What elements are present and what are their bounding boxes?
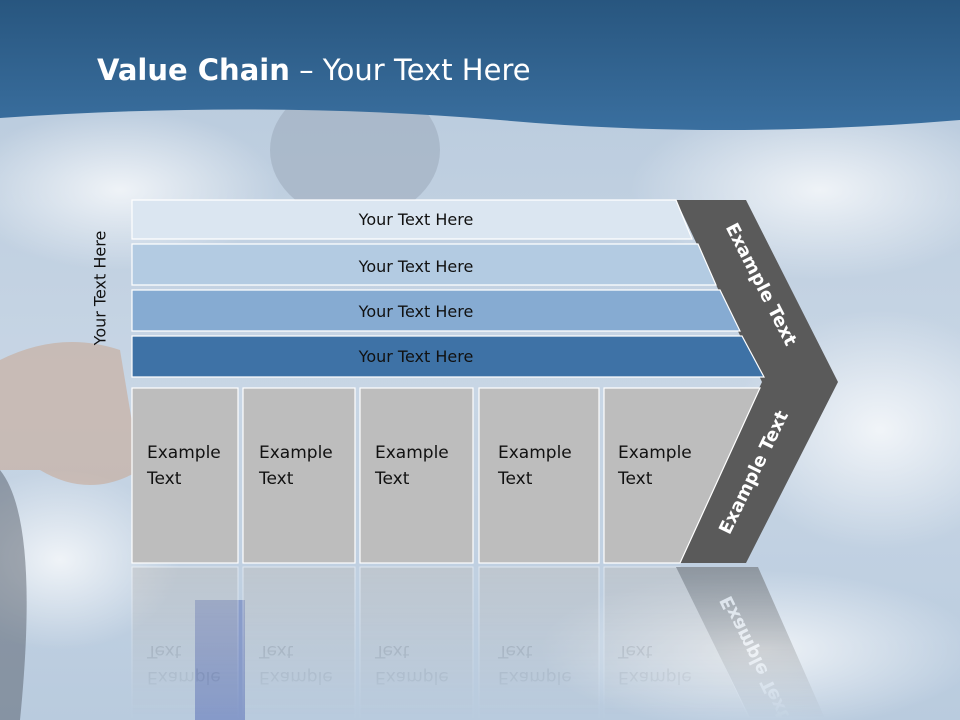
chevron-arrow — [676, 200, 838, 563]
svg-text:Text: Text — [374, 641, 410, 661]
title-rest: – Your Text Here — [289, 53, 531, 87]
diagram-reflection: Example Text Example Text Example Text Exam… — [131, 566, 826, 720]
block-line-2: Text — [617, 469, 653, 489]
svg-text:Example: Example — [375, 667, 449, 687]
layer-label: Your Text Here — [358, 257, 474, 276]
layer-bar — [131, 199, 693, 240]
svg-text:Example: Example — [498, 667, 572, 687]
svg-text:Example: Example — [618, 667, 692, 687]
activity-block: Example Text — [242, 387, 356, 564]
layer-row: Your Text Here — [131, 289, 741, 332]
block-line-1: Example — [375, 443, 449, 463]
title-bold: Value Chain — [97, 53, 290, 87]
layer-label: Your Text Here — [358, 302, 474, 321]
layer-bar — [131, 335, 766, 378]
svg-text:Text: Text — [497, 641, 533, 661]
activity-block: Example Text — [603, 387, 761, 564]
block-line-1: Example — [498, 443, 572, 463]
block-line-2: Text — [374, 469, 410, 489]
activity-block: Example Text — [359, 387, 474, 564]
block-line-2: Text — [497, 469, 533, 489]
block-line-1: Example — [147, 443, 221, 463]
activity-block: Example Text — [478, 387, 600, 564]
block-line-1: Example — [618, 443, 692, 463]
block-line-1: Example — [259, 443, 333, 463]
layer-bar — [131, 243, 717, 286]
svg-text:Text: Text — [146, 641, 182, 661]
reflection-blocks — [131, 566, 826, 720]
layer-label: Your Text Here — [358, 210, 474, 229]
svg-text:Text: Text — [617, 641, 653, 661]
block-line-2: Text — [146, 469, 182, 489]
layer-row: Your Text Here — [131, 199, 693, 240]
svg-text:Example: Example — [259, 667, 333, 687]
layer-label: Your Text Here — [358, 347, 474, 366]
slide-title: Value Chain – Your Text Here — [97, 53, 531, 87]
activity-block: Example Text — [131, 387, 239, 564]
layer-row: Your Text Here — [131, 243, 717, 286]
layer-bar — [131, 289, 741, 332]
layer-row: Your Text Here — [131, 335, 766, 378]
block-line-2: Text — [258, 469, 294, 489]
svg-text:Example: Example — [147, 667, 221, 687]
svg-text:Text: Text — [258, 641, 294, 661]
